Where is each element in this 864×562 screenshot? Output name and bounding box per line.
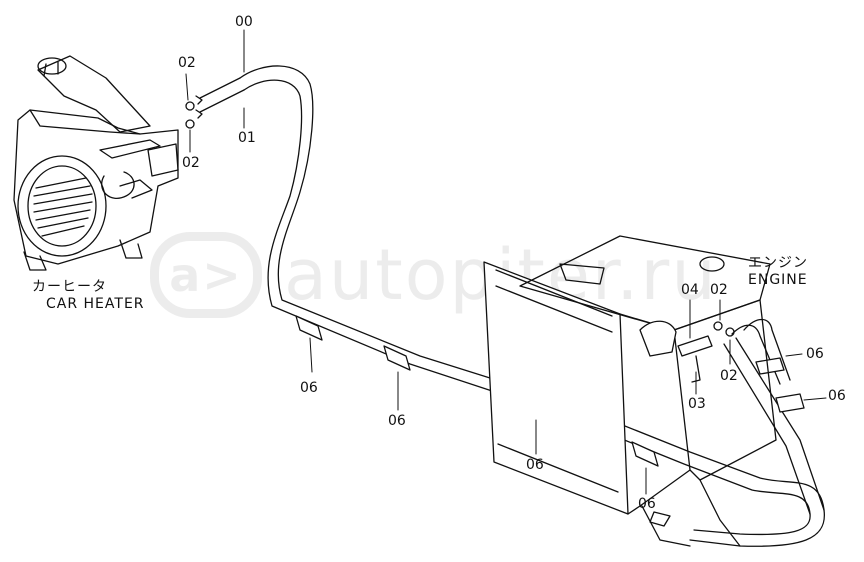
- part-number-06-d: 06: [638, 496, 656, 512]
- part-number-03: 03: [688, 396, 706, 412]
- part-number-06-e: 06: [806, 346, 824, 362]
- part-number-02-engine-bottom: 02: [720, 368, 738, 384]
- leader-lines: [185, 29, 827, 495]
- engine-assembly: [483, 235, 777, 547]
- car-heater-unit: [13, 55, 179, 271]
- part-number-02-engine-top: 02: [710, 282, 728, 298]
- part-number-06-f: 06: [828, 388, 846, 404]
- part-number-06-b: 06: [388, 413, 406, 429]
- part-number-02-heater-top: 02: [178, 55, 196, 71]
- part-number-04: 04: [681, 282, 699, 298]
- part-number-06-c: 06: [526, 457, 544, 473]
- part-number-01: 01: [238, 130, 256, 146]
- engine-label-en: ENGINE: [748, 272, 808, 288]
- engine-label-jp: エンジン: [748, 255, 808, 271]
- part-number-00: 00: [235, 14, 253, 30]
- part-number-02-heater-bottom: 02: [182, 155, 200, 171]
- part-number-06-a: 06: [300, 380, 318, 396]
- car-heater-label-jp: カーヒータ: [32, 279, 107, 295]
- car-heater-label-en: CAR HEATER: [46, 296, 145, 312]
